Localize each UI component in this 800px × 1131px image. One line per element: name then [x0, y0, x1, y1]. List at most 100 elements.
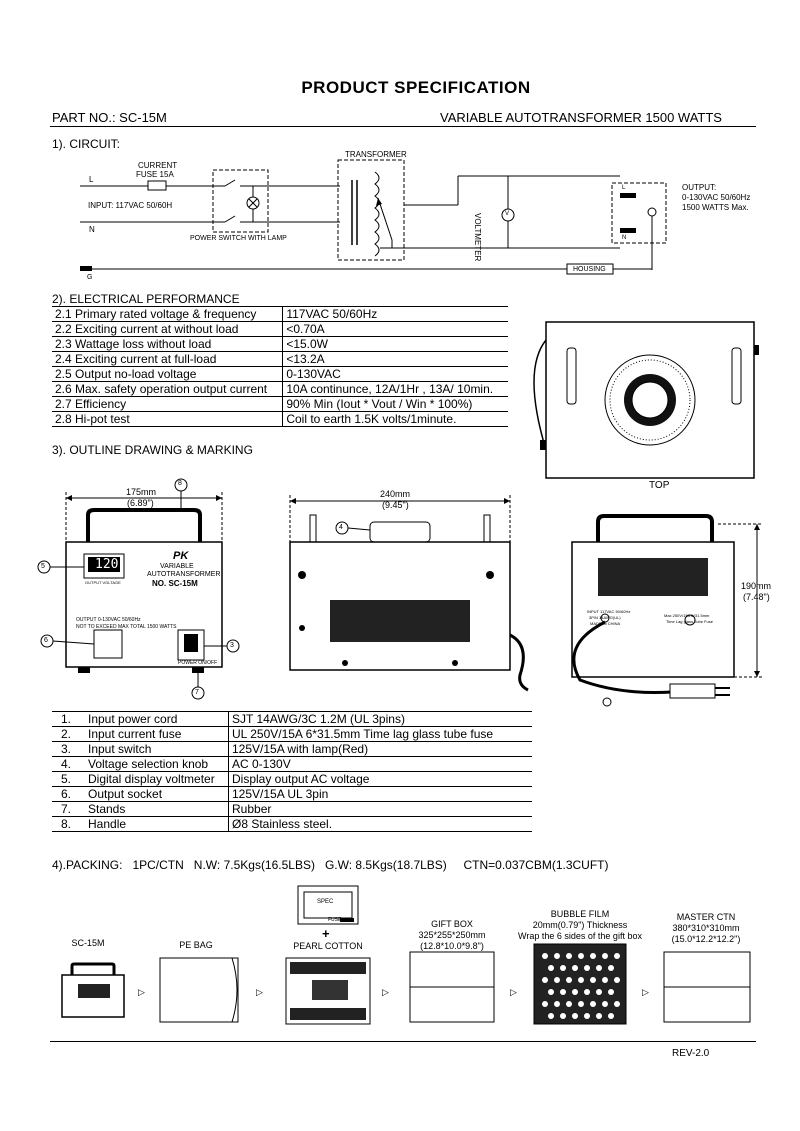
part-name: Input switch: [88, 742, 152, 756]
spec-value: 0-130VAC: [282, 366, 508, 382]
front-width-dim-in: (6.89"): [127, 498, 154, 508]
spec-value: 117VAC 50/60Hz: [282, 306, 508, 322]
svg-text:▷: ▷: [138, 988, 145, 998]
voltmeter-v: V: [505, 211, 510, 217]
fuse-label-2: FUSE 15A: [136, 170, 174, 179]
callout-7: 7: [195, 689, 199, 696]
display-label: OUTPUT VOLTAGE: [85, 580, 121, 585]
side-width-dim: 240mm: [380, 489, 411, 499]
spec-item: 2.1 Primary rated voltage & frequency: [52, 306, 284, 322]
pack-unit-label: SC-15M: [71, 938, 105, 948]
height-dim: 190mm: [741, 581, 772, 591]
pack-plus: +: [322, 926, 330, 941]
callout-5: 5: [41, 563, 45, 570]
part-cell: 8.Handle: [52, 816, 229, 832]
spec-item: 2.4 Exciting current at full-load: [52, 351, 284, 367]
outline-drawings: [37, 478, 762, 707]
part-name: Handle: [88, 817, 127, 831]
pack-gift-3: (12.8*10.0*9.8"): [420, 941, 484, 951]
pack-gift-2: 325*255*250mm: [418, 930, 486, 940]
part-name: Output socket: [88, 787, 163, 801]
table-row: 1. Input power cord SJT 14AWG/3C 1.2M (UL …: [52, 711, 532, 727]
back-note-2: 3P/N 14AWG(UL): [589, 615, 621, 620]
table-row: 2.6 Max. safety operation output current…: [52, 381, 508, 397]
input-label: INPUT: 117VAC 50/60H: [88, 201, 173, 210]
part-cell: 6. Output socket: [52, 786, 229, 802]
housing-label: HOUSING: [573, 266, 606, 273]
pack-bubble-2: 20mm(0.79") Thickness: [532, 920, 628, 930]
part-name: Input current fuse: [88, 727, 182, 741]
output-label-1: OUTPUT:: [682, 183, 717, 192]
power-label: POWER ON/OFF: [178, 660, 218, 666]
callout-6: 6: [44, 637, 48, 644]
circuit-heading: 1). CIRCUIT:: [52, 137, 121, 151]
part-desc: 125V/15A UL 3pin: [228, 786, 532, 802]
outline-heading: 3). OUTLINE DRAWING & MARKING: [52, 443, 253, 457]
pack-master-1: MASTER CTN: [676, 912, 736, 922]
part-no: 1.: [61, 712, 72, 726]
svg-text:▷: ▷: [382, 988, 389, 998]
pack-pe-bag-label: PE BAG: [179, 940, 213, 950]
part-name: Digital display voltmeter: [88, 772, 215, 786]
part-desc: Display output AC voltage: [228, 771, 532, 787]
back-note-1: INPUT 117VAC 50/60Hz: [587, 609, 631, 614]
revision: REV-2.0: [672, 1048, 710, 1059]
output-n-label: N: [622, 235, 627, 241]
table-row: 2.2 Exciting current at without load<0.7…: [52, 321, 508, 337]
spec-value: 90% Min (Iout * Vout / Win * 100%): [282, 396, 508, 412]
svg-text:▷: ▷: [510, 988, 517, 998]
table-row: 5. Digital display voltmeter Display outpu…: [52, 771, 532, 787]
page-title: PRODUCT SPECIFICATION: [301, 78, 531, 97]
brand-logo: PK: [173, 550, 189, 562]
front-name-2: AUTOTRANSFORMER: [147, 571, 221, 578]
svg-text:▷: ▷: [642, 988, 649, 998]
electrical-heading: 2). ELECTRICAL PERFORMANCE: [52, 292, 240, 306]
product-name: VARIABLE AUTOTRANSFORMER 1500 WATTS: [440, 110, 722, 125]
pack-master-2: 380*310*310mm: [672, 923, 740, 933]
pack-fuse-label: FUSE: [328, 917, 342, 923]
pack-bubble-3: Wrap the 6 sides of the gift box: [518, 931, 642, 941]
front-width-dim: 175mm: [126, 487, 157, 497]
pack-bubble-1: BUBBLE FILM: [550, 909, 610, 919]
fuse-label-1: CURRENT: [138, 161, 178, 170]
pack-spec-label: SPEC: [317, 899, 334, 905]
spec-item: 2.2 Exciting current at without load: [52, 321, 284, 337]
transformer-label: TRANSFORMER: [345, 150, 407, 159]
part-no: 5.: [61, 772, 72, 786]
callout-4: 4: [339, 524, 343, 531]
back-note-3: MADE IN CHINA: [590, 621, 621, 626]
part-no: 6.: [61, 787, 72, 801]
spec-item: 2.7 Efficiency: [52, 396, 284, 412]
ground-label: G: [87, 274, 93, 281]
voltmeter-label: VOLTMETER: [473, 213, 482, 262]
spec-value: <0.70A: [282, 321, 508, 337]
part-cell: 5. Digital display voltmeter: [52, 771, 229, 787]
header-rule: [50, 126, 756, 127]
circuit-diagram: [80, 159, 667, 275]
part-cell: 2.Input current fuse: [52, 726, 229, 742]
part-name: Voltage selection knob: [88, 757, 209, 771]
parts-table: 1. Input power cord SJT 14AWG/3C 1.2M (UL …: [52, 711, 532, 832]
output-l-label: L: [622, 185, 626, 191]
part-cell: 7.Stands: [52, 801, 229, 817]
output-label-2: 0-130VAC 50/60Hz: [682, 193, 751, 202]
front-name-1: VARIABLE: [160, 563, 194, 570]
table-row: 2.4 Exciting current at full-load<13.2A: [52, 351, 508, 367]
part-desc: 125V/15A with lamp(Red): [228, 741, 532, 757]
spec-value: <15.0W: [282, 336, 508, 352]
spec-item: 2.5 Output no-load voltage: [52, 366, 284, 382]
part-desc: SJT 14AWG/3C 1.2M (UL 3pins): [228, 711, 532, 727]
spec-item: 2.6 Max. safety operation output current: [52, 381, 284, 397]
part-name: Input power cord: [88, 712, 178, 726]
part-desc: UL 250V/15A 6*31.5mm Time lag glass tube…: [228, 726, 532, 742]
height-dim-in: (7.48"): [743, 592, 770, 602]
part-cell: 4.Voltage selection knob: [52, 756, 229, 772]
